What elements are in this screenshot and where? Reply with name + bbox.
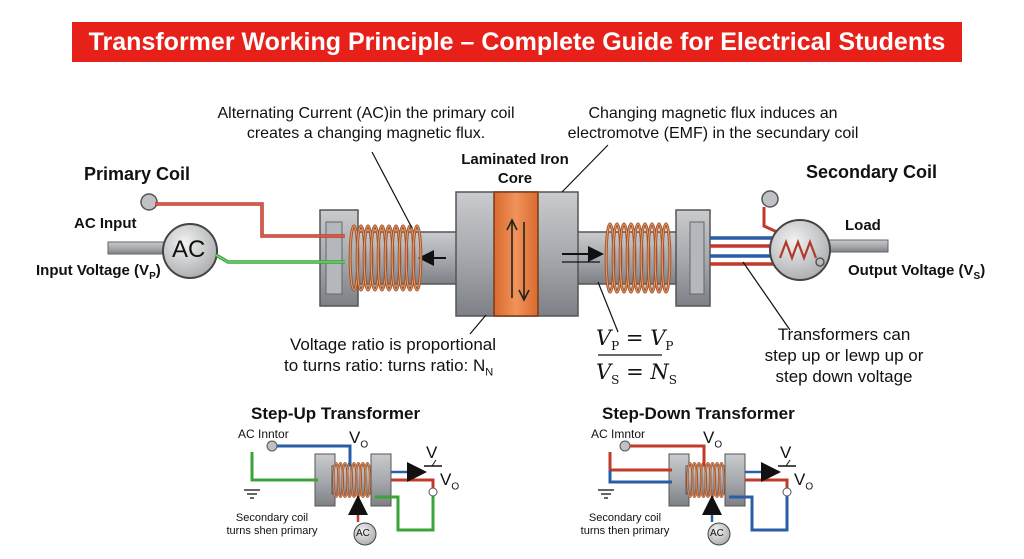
step-up-vo-out: VO: [440, 470, 460, 493]
primary-annotation: Alternating Current (AC)in the primary c…: [186, 104, 546, 144]
ac-source-icon: [162, 223, 218, 279]
step-up-diagram: [244, 440, 442, 546]
core-orange-laminations: [493, 191, 539, 317]
input-voltage-label: Input Voltage (VP): [36, 262, 161, 282]
step-up-ac-icon: [353, 522, 377, 546]
primary-terminal-icon: [140, 193, 158, 211]
flux-loop: [511, 222, 525, 298]
step-down-ac-icon: [707, 522, 731, 546]
step-up-wire-green-2: [375, 495, 435, 532]
step-up-note-line2: turns shen primary: [226, 525, 318, 537]
primary-flange-inner: [325, 221, 343, 295]
step-down-diagram: [598, 440, 796, 546]
step-down-ac-text: AC: [710, 528, 724, 539]
step-down-wire-blue-2: [729, 495, 789, 532]
step-down-vo-out: VO: [794, 470, 814, 493]
step-down-note-line1: Secondary coil: [588, 512, 662, 524]
step-down-wire-red-left: [608, 452, 672, 472]
step-up-wire-red: [391, 478, 435, 488]
step-down-note: Secondary coil turns then primary: [565, 512, 685, 538]
ac-input-label: AC Input: [74, 215, 137, 232]
step-up-input-label: AC Inntor: [238, 427, 289, 441]
transformers-annotation: Transformers can step up or lewp up or s…: [734, 324, 954, 387]
coil-turn-highlight: [412, 225, 422, 291]
title-banner: Transformer Working Principle – Complete…: [72, 22, 962, 62]
primary-coil-label: Primary Coil: [84, 164, 191, 184]
transformers-annotation-line1: Transformers can: [777, 325, 911, 344]
step-up-vo-top: VO: [349, 428, 369, 451]
primary-annotation-line2: creates a changing magnetic flux.: [246, 125, 486, 142]
step-down-input-label: AC Imntor: [591, 427, 646, 441]
step-down-wire-red-2: [745, 478, 789, 488]
step-up-ground-icon: [244, 489, 260, 499]
transformers-annotation-line3: step down voltage: [775, 367, 913, 386]
step-up-wire-green: [250, 452, 318, 482]
ac-source-text: AC: [172, 236, 206, 263]
step-up-note: Secondary coil turns shen primary: [212, 512, 332, 538]
transformers-annotation-line2: step up or lewp up or: [764, 346, 924, 365]
step-down-wire-blue: [608, 470, 672, 484]
secondary-annotation-line1: Changing magnetic flux induces an: [588, 105, 838, 122]
equation-top: VP = VP: [596, 326, 674, 354]
step-down-title: Step-Down Transformer: [602, 404, 795, 423]
load-label: Load: [845, 217, 881, 234]
equation-bottom: VS = NS: [596, 360, 677, 388]
output-voltage-label: Output Voltage (VS): [848, 262, 986, 282]
secondary-flange-inner: [689, 221, 705, 295]
input-side: [107, 193, 345, 279]
step-down-vo-top: VO: [703, 428, 723, 451]
secondary-terminal-icon: [761, 190, 779, 208]
coil-turn-highlight: [661, 223, 671, 293]
step-down-v-label: V: [780, 443, 792, 462]
core-label-line1: Laminated Iron: [461, 151, 569, 168]
load-zigzag: [778, 238, 818, 262]
secondary-coil-windings: [604, 222, 672, 294]
output-side: [710, 190, 889, 281]
secondary-coil-label: Secondary Coil: [806, 162, 938, 182]
step-up-v-label: V: [426, 443, 438, 462]
ratio-annotation-line2: to turns ratio: turns ratio: NN: [284, 356, 494, 379]
primary-coil-windings: [348, 224, 423, 292]
step-down-ground-icon: [598, 489, 614, 499]
ratio-annotation: Voltage ratio is proportional to turns r…: [284, 334, 496, 383]
core-label: Laminated Iron Core: [445, 150, 585, 188]
secondary-annotation: Changing magnetic flux induces an electr…: [550, 104, 876, 144]
step-up-title: Step-Up Transformer: [251, 404, 421, 423]
ratio-annotation-line1: Voltage ratio is proportional: [290, 335, 497, 354]
step-up-note-line1: Secondary coil: [235, 512, 309, 524]
step-up-ac-text: AC: [356, 528, 370, 539]
primary-annotation-line1: Alternating Current (AC)in the primary c…: [217, 105, 515, 122]
core-label-line2: Core: [497, 170, 533, 187]
leader-lines: [371, 144, 791, 356]
step-down-wire-red: [630, 444, 706, 466]
step-up-wire-blue: [277, 444, 352, 466]
input-rod: [107, 241, 169, 255]
secondary-annotation-line2: electromotve (EMF) in the secundary coil: [567, 125, 859, 142]
step-down-note-line2: turns then primary: [580, 525, 670, 537]
